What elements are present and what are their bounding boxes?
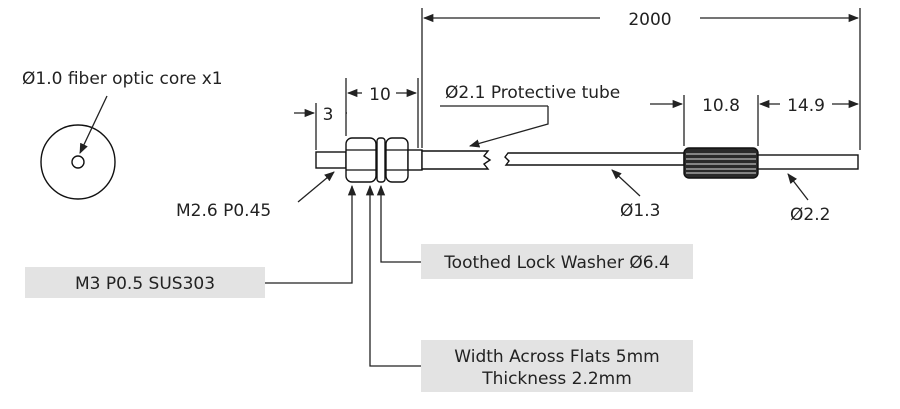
flats-leader <box>365 184 421 367</box>
core-end-view <box>40 124 116 200</box>
washer-leader <box>376 184 421 263</box>
m3-label: M3 P0.5 SUS303 <box>75 274 215 294</box>
dim-3-label: 3 <box>323 105 334 125</box>
dim-108-label: 10.8 <box>702 96 740 116</box>
flats-label-line2: Thickness 2.2mm <box>481 369 632 389</box>
washer-label-box <box>421 244 693 279</box>
m3-leader <box>265 184 357 284</box>
hex-nut-left <box>345 137 377 183</box>
sensor-body <box>315 137 859 183</box>
core-leader <box>79 95 108 154</box>
flats-label-box <box>421 340 693 392</box>
core-inner-circle <box>71 155 85 169</box>
dia-22-label: Ø2.2 <box>790 205 830 225</box>
dia-22-leader <box>787 173 809 201</box>
tip-tube <box>757 154 859 170</box>
protective-tube-label: Ø2.1 Protective tube <box>445 83 620 103</box>
fiber-cable <box>504 152 685 166</box>
dim-149-label: 14.9 <box>787 96 825 116</box>
threaded-end <box>315 151 347 169</box>
protective-tube <box>421 150 492 170</box>
protective-tube-leader <box>468 106 549 148</box>
flats-label-line1: Width Across Flats 5mm <box>454 347 659 367</box>
thread-m26-leader <box>297 171 335 203</box>
dia-13-leader <box>611 169 641 197</box>
lock-washer <box>376 137 386 183</box>
dia-13-label: Ø1.3 <box>620 201 660 221</box>
thread-m26-label: M2.6 P0.45 <box>176 201 271 221</box>
m3-label-box <box>25 267 265 298</box>
core-label: Ø1.0 fiber optic core x1 <box>22 69 223 89</box>
dim-2000-label: 2000 <box>628 10 671 30</box>
hex-nut-right <box>385 137 409 183</box>
dim-10-label: 10 <box>369 85 391 105</box>
threaded-shaft <box>407 149 423 171</box>
washer-label: Toothed Lock Washer Ø6.4 <box>443 253 670 273</box>
